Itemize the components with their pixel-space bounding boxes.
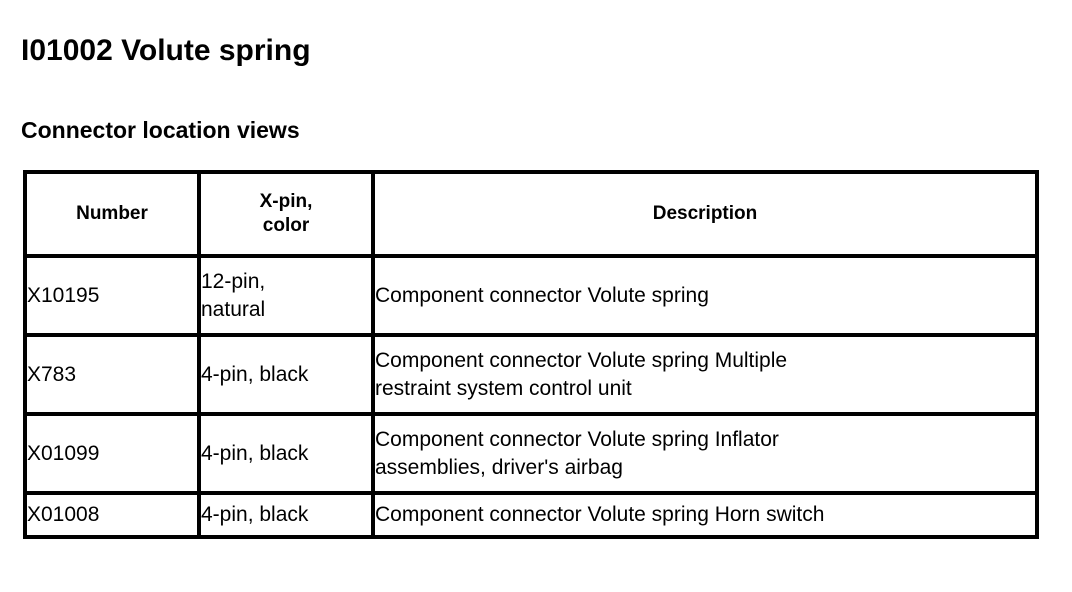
description-line1: Component connector Volute spring Horn s… <box>375 503 825 526</box>
description-line1: Component connector Volute spring Inflat… <box>375 427 779 451</box>
column-header-description-label: Description <box>652 203 758 224</box>
cell-xpin-color: 4-pin, black <box>197 412 375 495</box>
column-header-number-label: Number <box>76 203 148 224</box>
cell-xpin-color: 4-pin, black <box>197 491 375 539</box>
column-header-xpin-line1: X-pin, <box>259 191 313 212</box>
cell-connector-number: X01099 <box>23 412 201 495</box>
page-title: I01002 Volute spring <box>21 34 311 68</box>
column-header-number: Number <box>23 170 201 258</box>
cell-description: Component connector Volute spring Horn s… <box>371 491 1039 539</box>
cell-description: Component connector Volute spring Inflat… <box>371 412 1039 495</box>
cell-description: Component connector Volute spring <box>371 254 1039 337</box>
xpin-color-line1: 12-pin, <box>201 269 266 293</box>
xpin-color-line1: 4-pin, black <box>201 362 309 386</box>
cell-xpin-color: 12-pin, natural <box>197 254 375 337</box>
description-line2: assemblies, driver's airbag <box>375 455 623 479</box>
connector-number-value: X783 <box>27 362 77 386</box>
table-row: X10195 12-pin, natural Component connect… <box>23 254 1039 337</box>
description-line1: Component connector Volute spring Multip… <box>375 348 788 372</box>
cell-connector-number: X10195 <box>23 254 201 337</box>
connector-number-value: X01099 <box>27 441 100 465</box>
table-row: X01008 4-pin, black Component connector … <box>23 491 1039 539</box>
connector-number-value: X01008 <box>27 503 100 526</box>
table-header-row: Number X-pin, color Description <box>23 170 1039 258</box>
table-row: X01099 4-pin, black Component connector … <box>23 412 1039 495</box>
section-heading: Connector location views <box>21 117 300 144</box>
column-header-description: Description <box>371 170 1039 258</box>
xpin-color-line1: 4-pin, black <box>201 441 309 465</box>
description-line1: Component connector Volute spring <box>375 283 709 307</box>
xpin-color-line2: natural <box>201 297 266 321</box>
cell-xpin-color: 4-pin, black <box>197 333 375 416</box>
column-header-xpin-color: X-pin, color <box>197 170 375 258</box>
column-header-xpin-line2: color <box>262 215 310 236</box>
connector-location-table: Number X-pin, color Description X10195 1… <box>23 170 1039 539</box>
cell-description: Component connector Volute spring Multip… <box>371 333 1039 416</box>
description-line2: restraint system control unit <box>375 376 632 400</box>
connector-number-value: X10195 <box>27 283 100 307</box>
xpin-color-line1: 4-pin, black <box>201 503 309 526</box>
cell-connector-number: X783 <box>23 333 201 416</box>
cell-connector-number: X01008 <box>23 491 201 539</box>
table-row: X783 4-pin, black Component connector Vo… <box>23 333 1039 416</box>
